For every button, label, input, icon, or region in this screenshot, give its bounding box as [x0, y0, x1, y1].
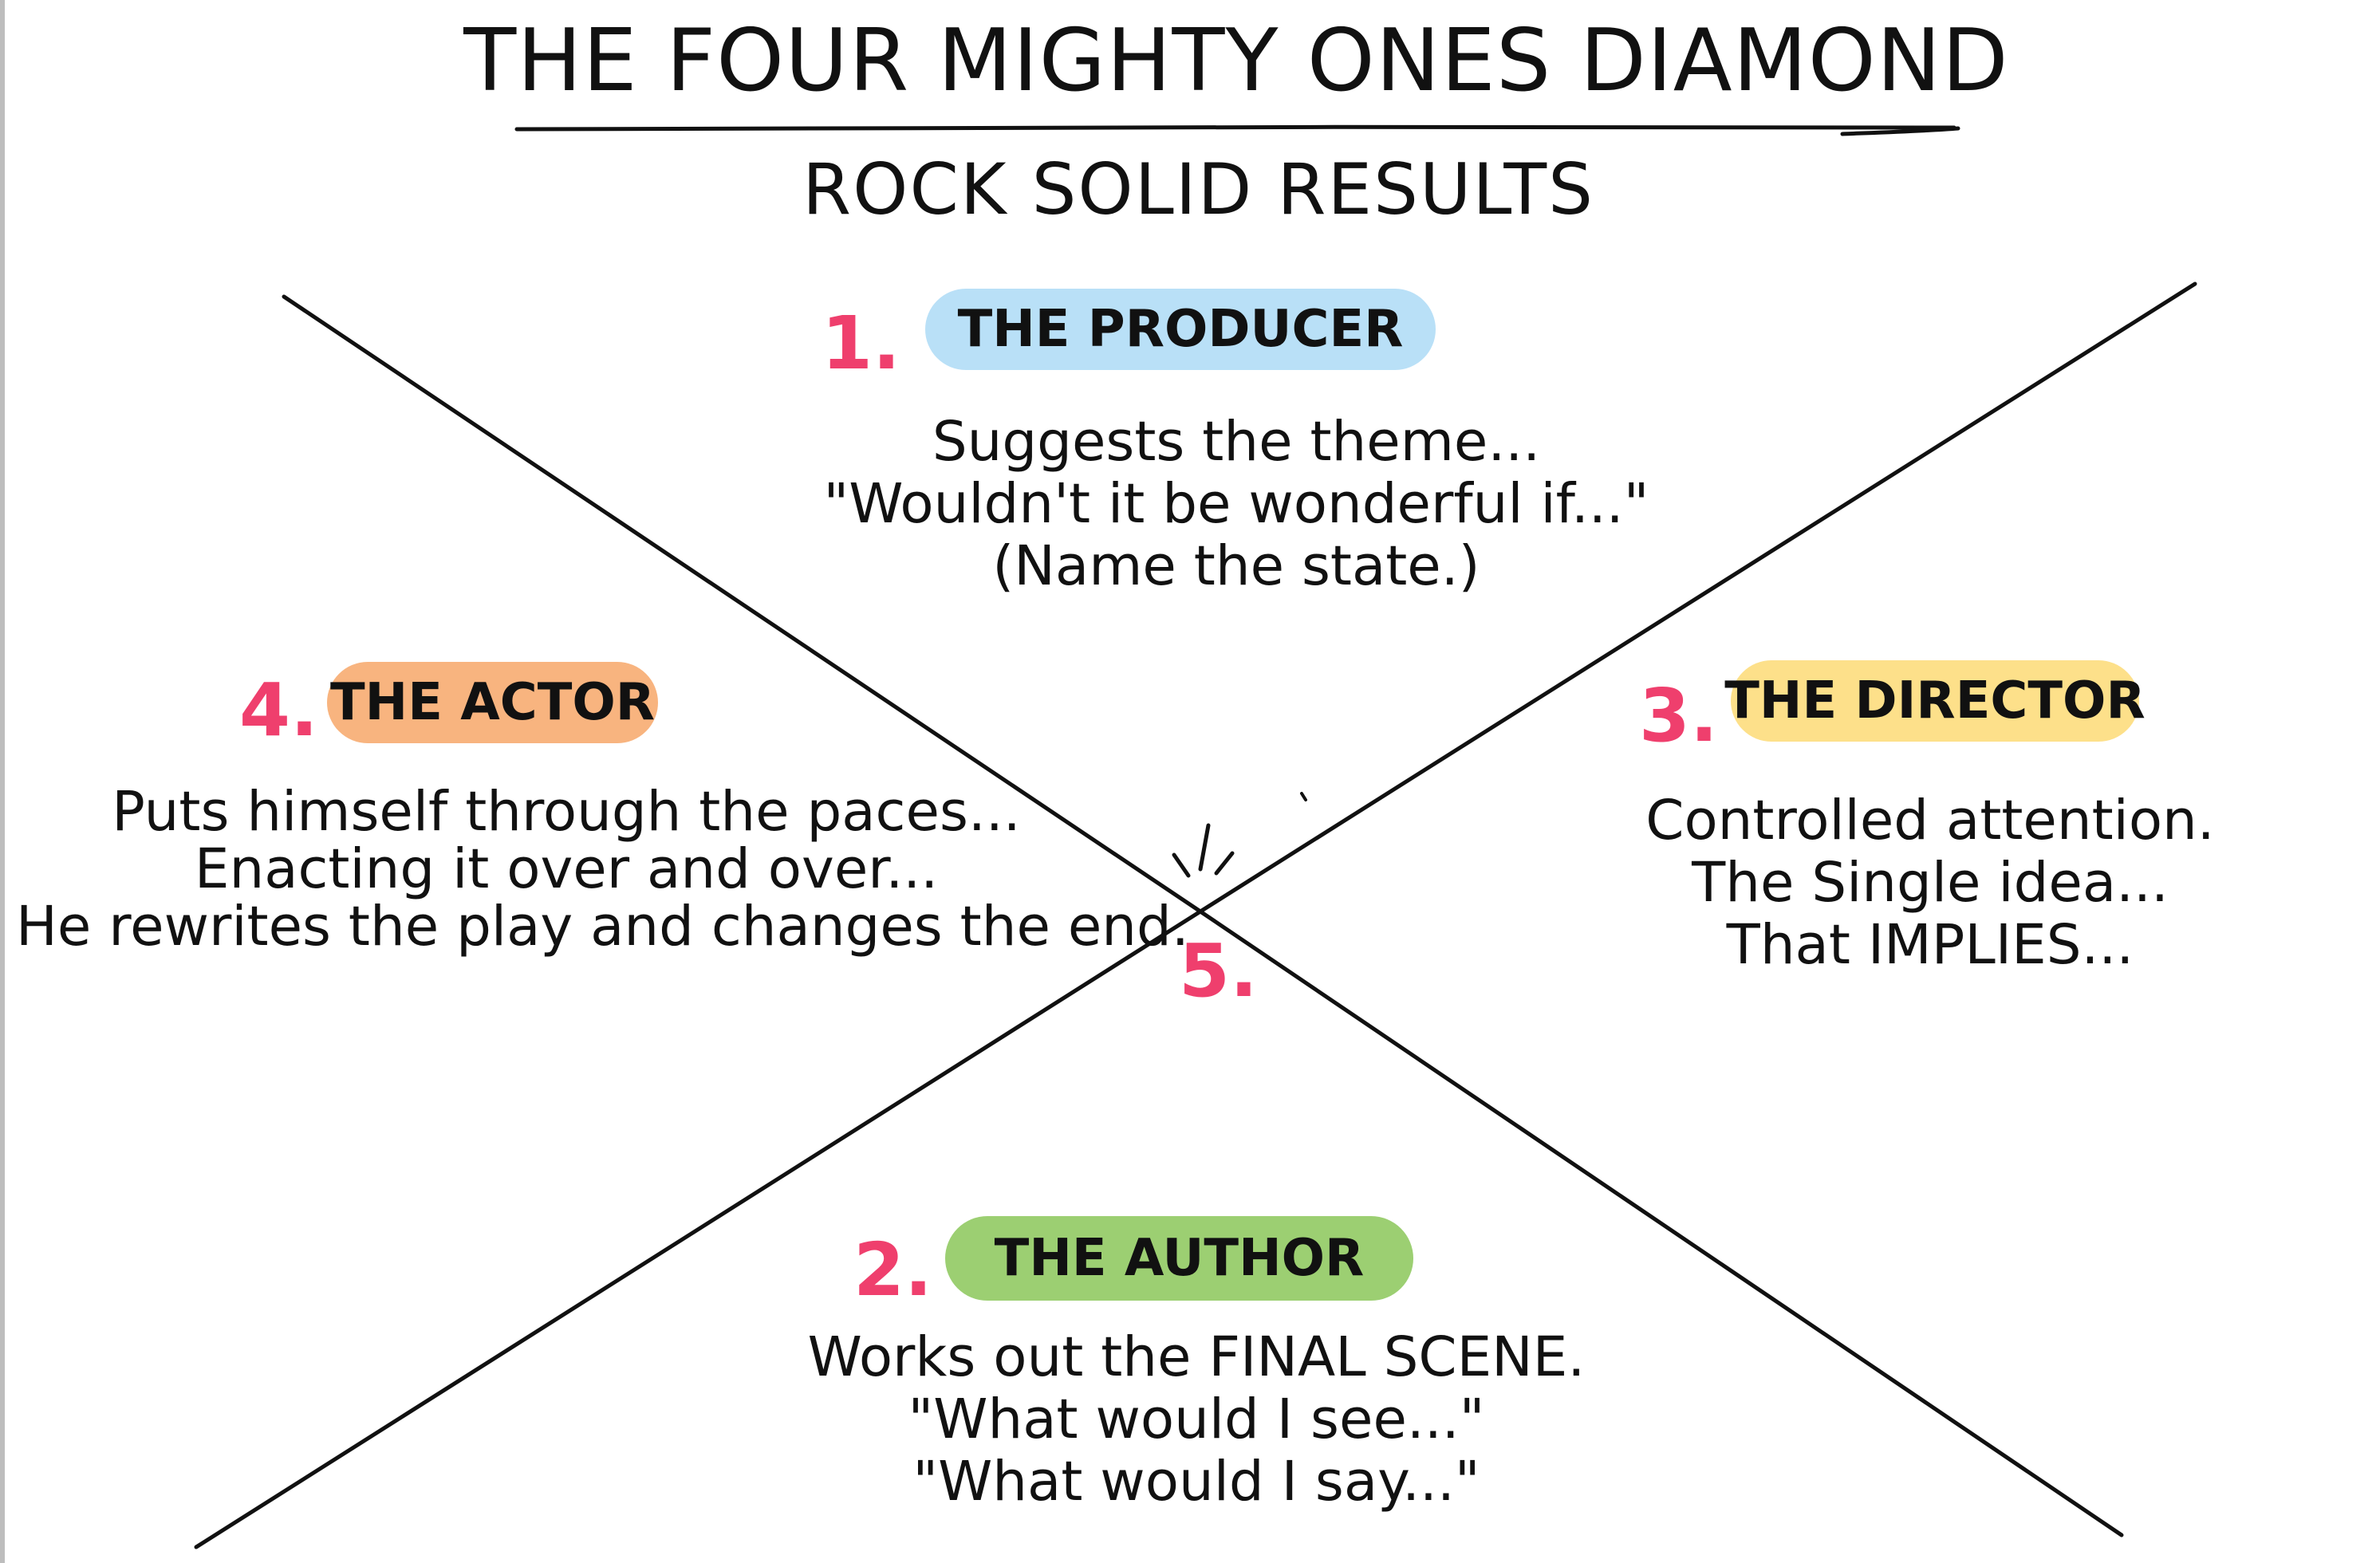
diagonal-line-top-right [1198, 281, 2197, 914]
producer-description: Suggests the theme... "Wouldn't it be wo… [798, 411, 1675, 597]
actor-line-1: Puts himself through the paces... [112, 780, 1021, 844]
author-number: 2. [853, 1227, 932, 1313]
title-underline [514, 124, 1960, 136]
producer-badge: THE PRODUCER [925, 289, 1436, 370]
producer-line-2: "Wouldn't it be wonderful if..." [823, 472, 1649, 536]
actor-line-2: Enacting it over and over... [194, 837, 939, 901]
actor-badge: THE ACTOR [327, 662, 658, 743]
diagonal-line-bottom-left [194, 909, 1203, 1549]
center-emphasis-marks [1172, 792, 1307, 878]
author-line-2: "What would I see..." [908, 1388, 1485, 1451]
actor-description: Puts himself through the paces... Enacti… [16, 780, 1189, 959]
producer-line-3: (Name the state.) [992, 534, 1480, 598]
center-number: 5. [1179, 928, 1258, 1014]
page-subtitle: ROCK SOLID RESULTS [802, 148, 1594, 230]
producer-line-1: Suggests the theme... [932, 410, 1541, 474]
diagonal-line-bottom-right [1198, 909, 2124, 1537]
director-line-3: That IMPLIES... [1726, 913, 2134, 977]
page-title: THE FOUR MIGHTY ONES DIAMOND [463, 11, 2009, 111]
diagonal-line-top-left [282, 294, 1203, 914]
author-description: Works out the FINAL SCENE. "What would I… [758, 1326, 1635, 1513]
actor-number: 4. [239, 667, 318, 753]
director-number: 3. [1639, 673, 1718, 758]
left-edge-border [0, 0, 5, 1563]
director-description: Controlled attention. The Single idea...… [1611, 789, 2249, 976]
producer-number: 1. [822, 301, 900, 386]
author-line-3: "What would I say..." [912, 1450, 1480, 1514]
director-line-1: Controlled attention. [1645, 789, 2215, 852]
director-line-2: The Single idea... [1692, 851, 2169, 915]
director-badge: THE DIRECTOR [1724, 660, 2146, 742]
actor-line-3: He rewrites the play and changes the end… [16, 895, 1189, 959]
author-badge: THE AUTHOR [945, 1216, 1413, 1301]
author-line-1: Works out the FINAL SCENE. [807, 1325, 1586, 1389]
